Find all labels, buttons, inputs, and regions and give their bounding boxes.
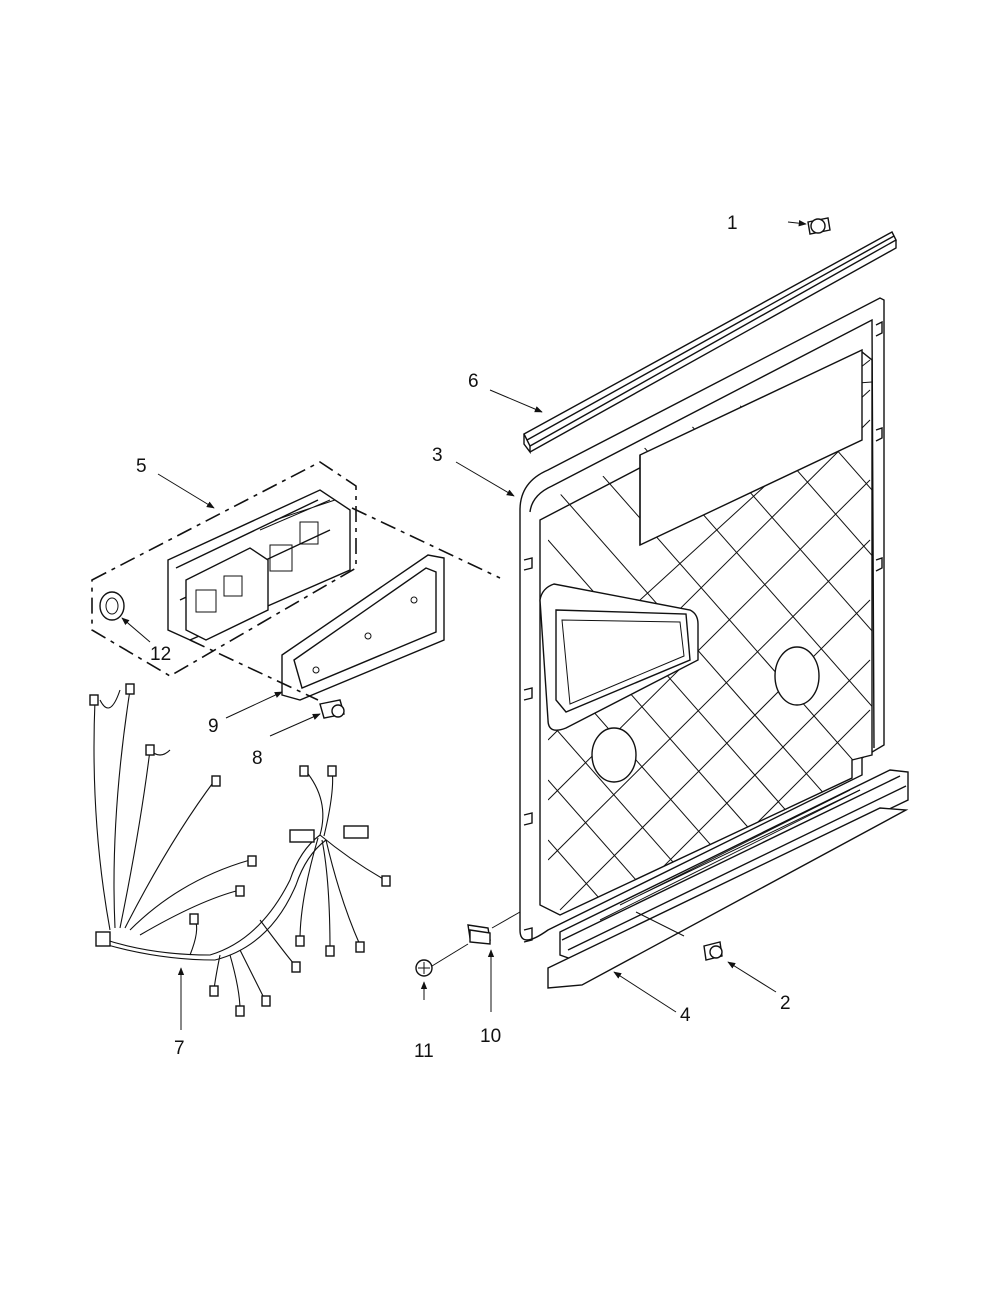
top-trim-strip — [523, 231, 897, 455]
knob-part-12 — [99, 591, 125, 621]
leader-6 — [489, 389, 543, 413]
screw-part-2 — [703, 941, 723, 961]
leader-strip-4-upper — [635, 911, 685, 937]
leader-clip-10 — [491, 911, 521, 929]
callout-labels: 1 6 3 5 12 9 8 7 11 10 4 2 — [136, 213, 791, 1062]
callout-5: 5 — [136, 456, 147, 477]
leader-lines — [121, 220, 807, 1030]
screw-part-1 — [807, 217, 831, 235]
callout-1: 1 — [727, 213, 738, 234]
callout-9: 9 — [208, 716, 219, 737]
wiring-harness — [89, 683, 391, 1017]
callout-3: 3 — [432, 445, 443, 466]
callout-6: 6 — [468, 371, 479, 392]
control-module — [91, 461, 357, 677]
bottom-trim-strip — [547, 769, 909, 989]
inner-door-panel — [519, 297, 885, 943]
callout-11: 11 — [414, 1041, 434, 1062]
callout-4: 4 — [680, 1005, 691, 1026]
callout-7: 7 — [174, 1038, 185, 1059]
callout-2: 2 — [780, 993, 791, 1014]
leader-2 — [727, 961, 777, 993]
callout-12: 12 — [150, 644, 171, 665]
leader-9 — [225, 691, 283, 719]
leader-screw-11 — [431, 943, 469, 967]
clip-part-10 — [467, 924, 491, 945]
leader-5 — [157, 473, 215, 509]
leader-1 — [787, 220, 807, 227]
callout-8: 8 — [252, 748, 263, 769]
leader-8 — [269, 713, 321, 737]
leader-12 — [121, 617, 151, 643]
leader-3 — [455, 461, 515, 497]
alignment-line-upper — [351, 507, 501, 579]
alignment-line-lower — [189, 639, 319, 701]
screw-part-8 — [319, 699, 345, 719]
screw-part-11 — [415, 959, 433, 977]
callout-10: 10 — [480, 1026, 501, 1047]
leader-4 — [613, 971, 677, 1013]
